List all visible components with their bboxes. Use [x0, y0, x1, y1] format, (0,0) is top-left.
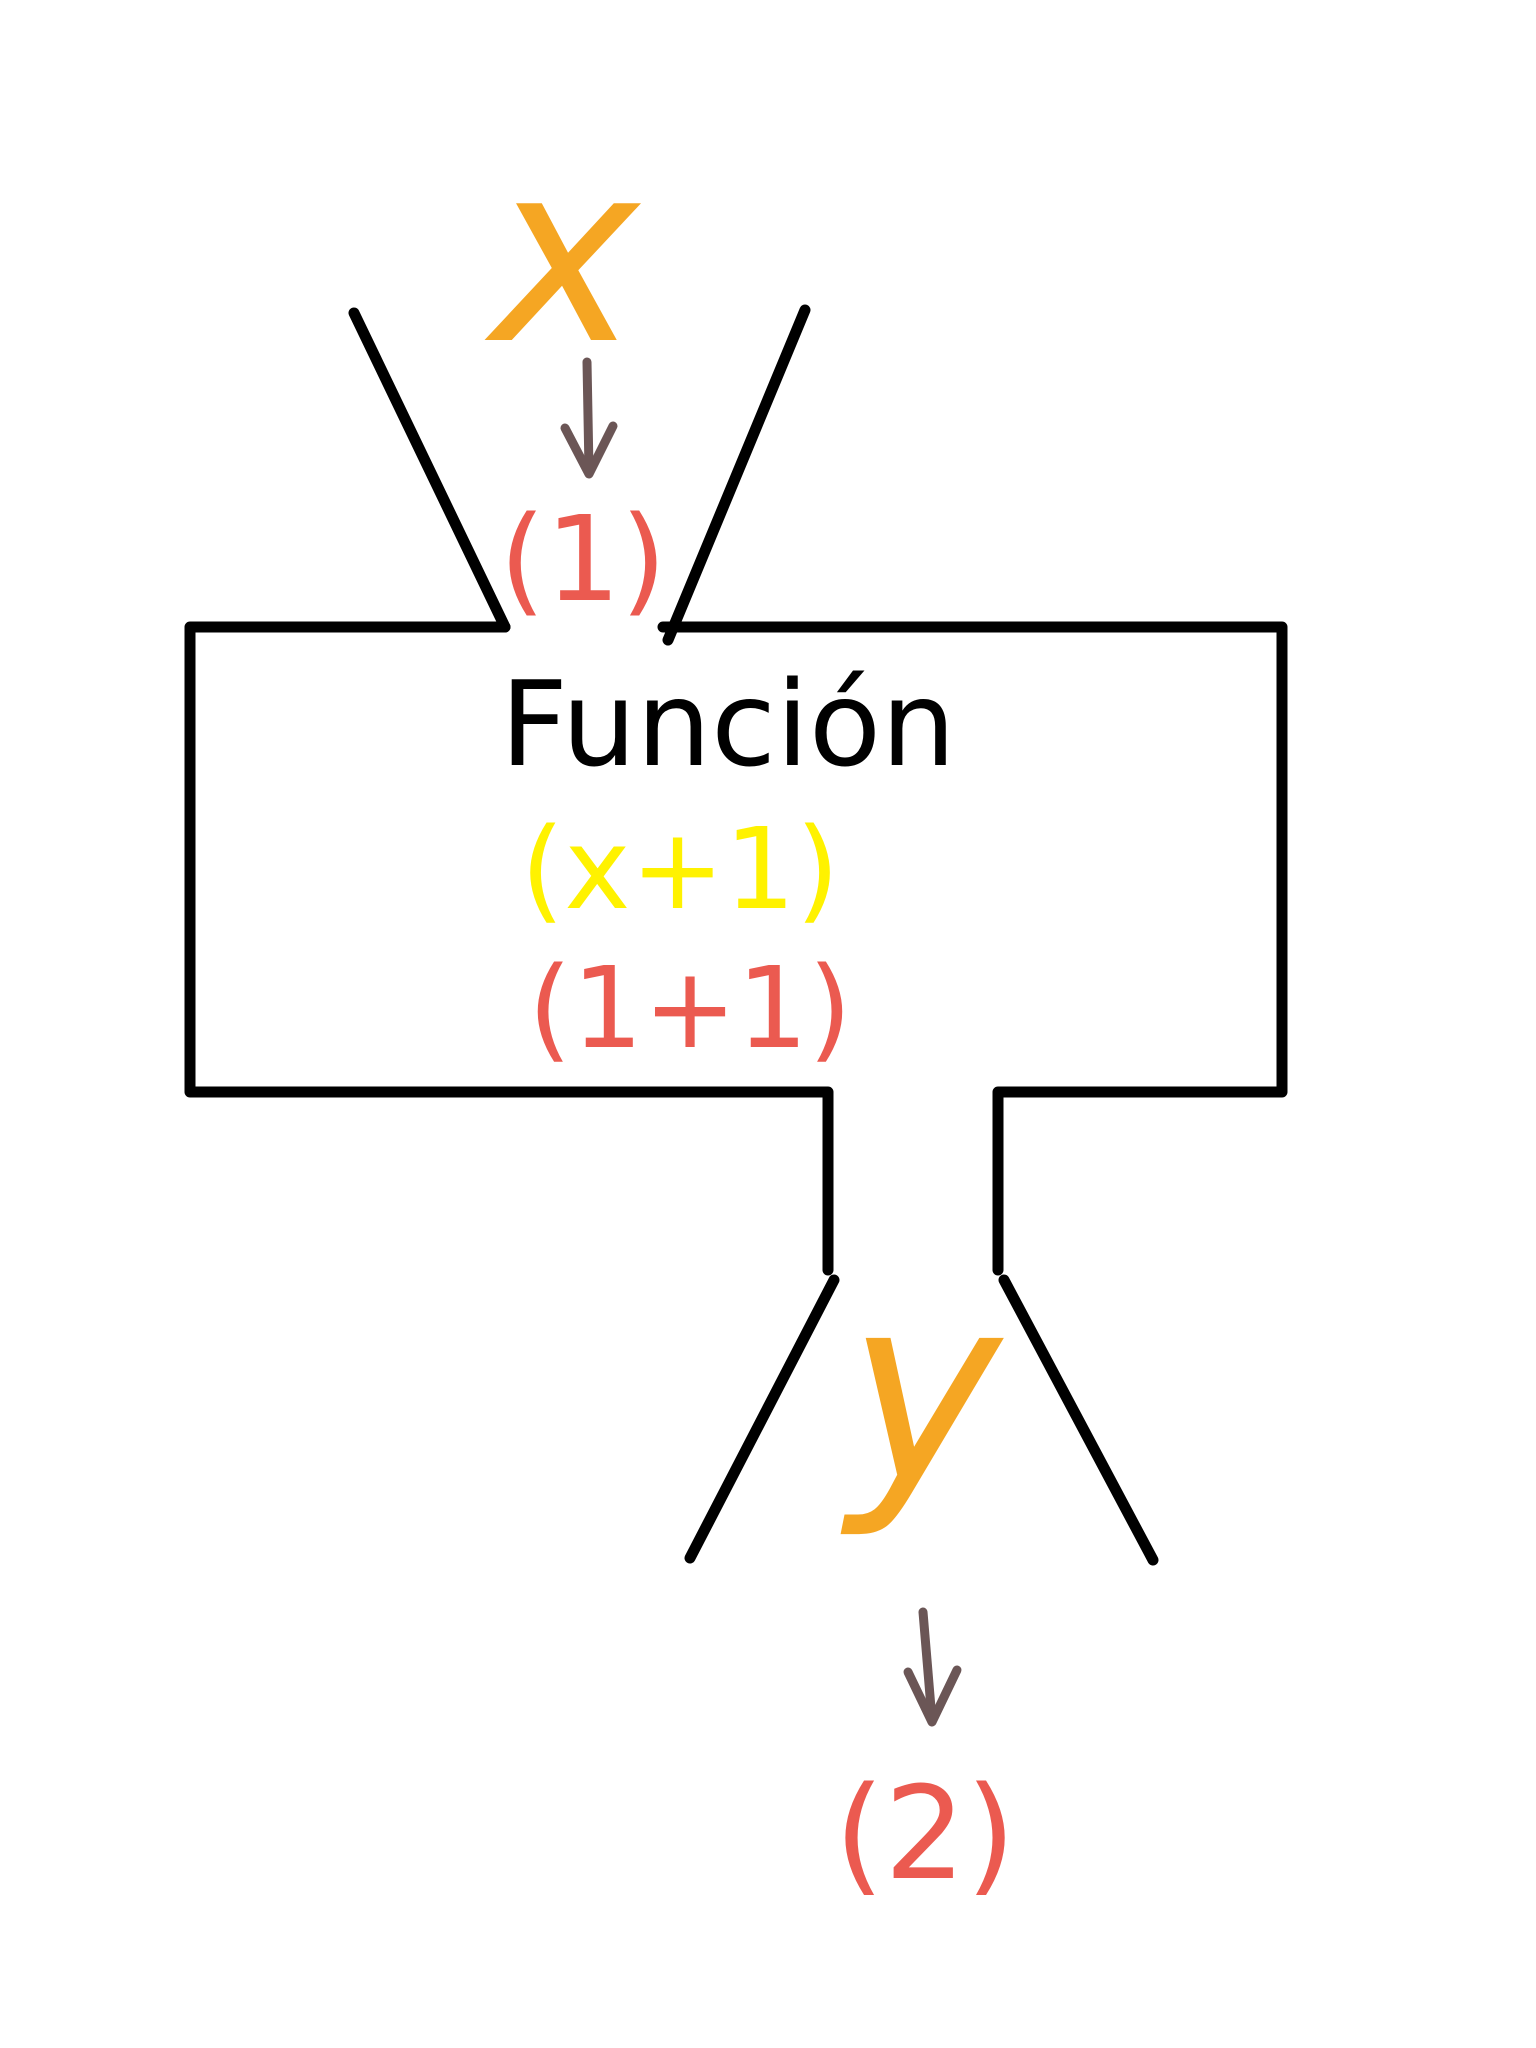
function-substitution: (1+1): [528, 944, 852, 1074]
input-variable: x: [484, 108, 642, 399]
input-funnel-left: [348, 307, 511, 633]
output-funnel-left: [684, 1274, 840, 1564]
function-rule: (x+1): [521, 805, 840, 935]
input-value: (1): [499, 490, 666, 628]
input-arrow-icon: [560, 357, 618, 479]
output-value: (2): [834, 1760, 1015, 1909]
function-title: Función: [500, 655, 956, 793]
output-funnel-right: [998, 1274, 1159, 1566]
output-variable: y: [839, 1240, 1006, 1542]
input-funnel-right: [662, 304, 811, 646]
function-machine-outline: [184, 621, 1288, 1276]
output-arrow-icon: [903, 1607, 962, 1727]
